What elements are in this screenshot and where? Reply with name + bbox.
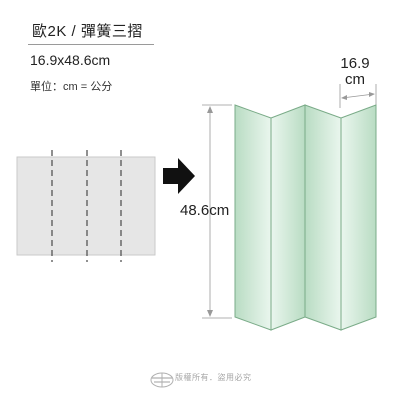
flat-sheet: [16, 150, 156, 262]
copyright-text: 版權所有．盜用必究: [175, 373, 252, 382]
folded-panels: [234, 104, 377, 331]
panel-3: [304, 104, 342, 331]
panel-1: [234, 104, 272, 331]
right-arrow-icon: [163, 158, 195, 194]
panel-2: [270, 104, 306, 331]
brand-logo-icon: [150, 372, 174, 388]
footer: 版權所有．盜用必究: [0, 368, 400, 390]
width-label-unit: cm: [345, 71, 365, 88]
height-dimension: [202, 104, 232, 319]
width-label-value: 16.9: [340, 55, 370, 72]
unit-note: 單位：cm = 公分: [30, 81, 113, 93]
product-title: 歐2K / 彈簧三摺: [32, 23, 143, 40]
title-divider: [28, 44, 154, 45]
height-label: 48.6cm: [180, 202, 230, 219]
panel-4: [340, 104, 377, 331]
width-dimension: [339, 84, 377, 108]
width-label: 16.9 cm: [335, 56, 375, 88]
size-label: 16.9x48.6cm: [30, 52, 111, 68]
